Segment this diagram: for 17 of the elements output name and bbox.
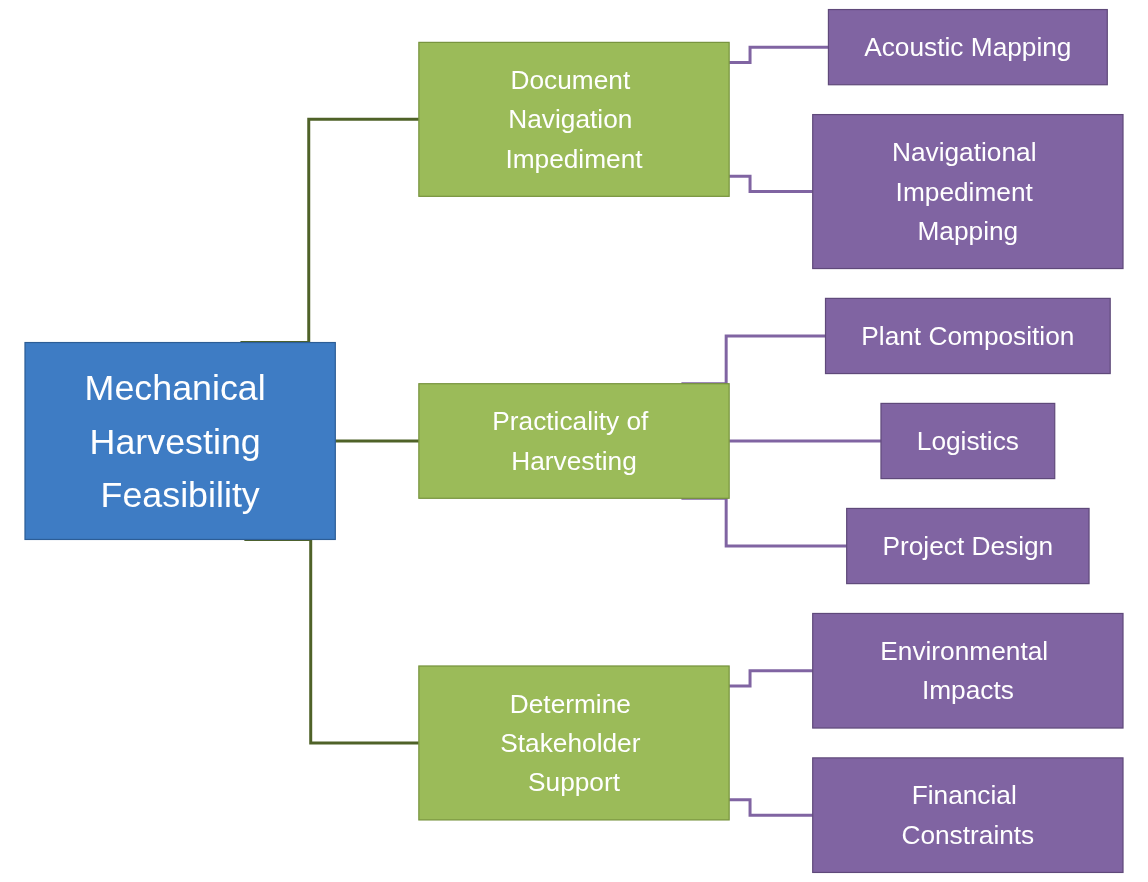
node-box: Project Design [846, 507, 1090, 585]
node-box: Mechanical Harvesting Feasibility [24, 341, 336, 541]
connector [729, 798, 813, 817]
node-box: Plant Composition [824, 297, 1111, 375]
node-box: Navigational Impediment Mapping [812, 114, 1124, 270]
node-box: Financial Constraints [812, 757, 1124, 874]
node-box: Acoustic Mapping [827, 8, 1108, 86]
node-box: Document Navigation Impediment [418, 41, 730, 197]
node-box: Practicality of Harvesting [418, 383, 730, 499]
connector [729, 439, 881, 443]
node-box: Determine Stakeholder Support [418, 665, 730, 821]
node-box: Environmental Impacts [812, 612, 1124, 729]
connector [729, 45, 829, 64]
node-box: Logistics [880, 402, 1056, 480]
connector [335, 439, 419, 443]
connector [729, 174, 813, 194]
connector [729, 669, 813, 688]
